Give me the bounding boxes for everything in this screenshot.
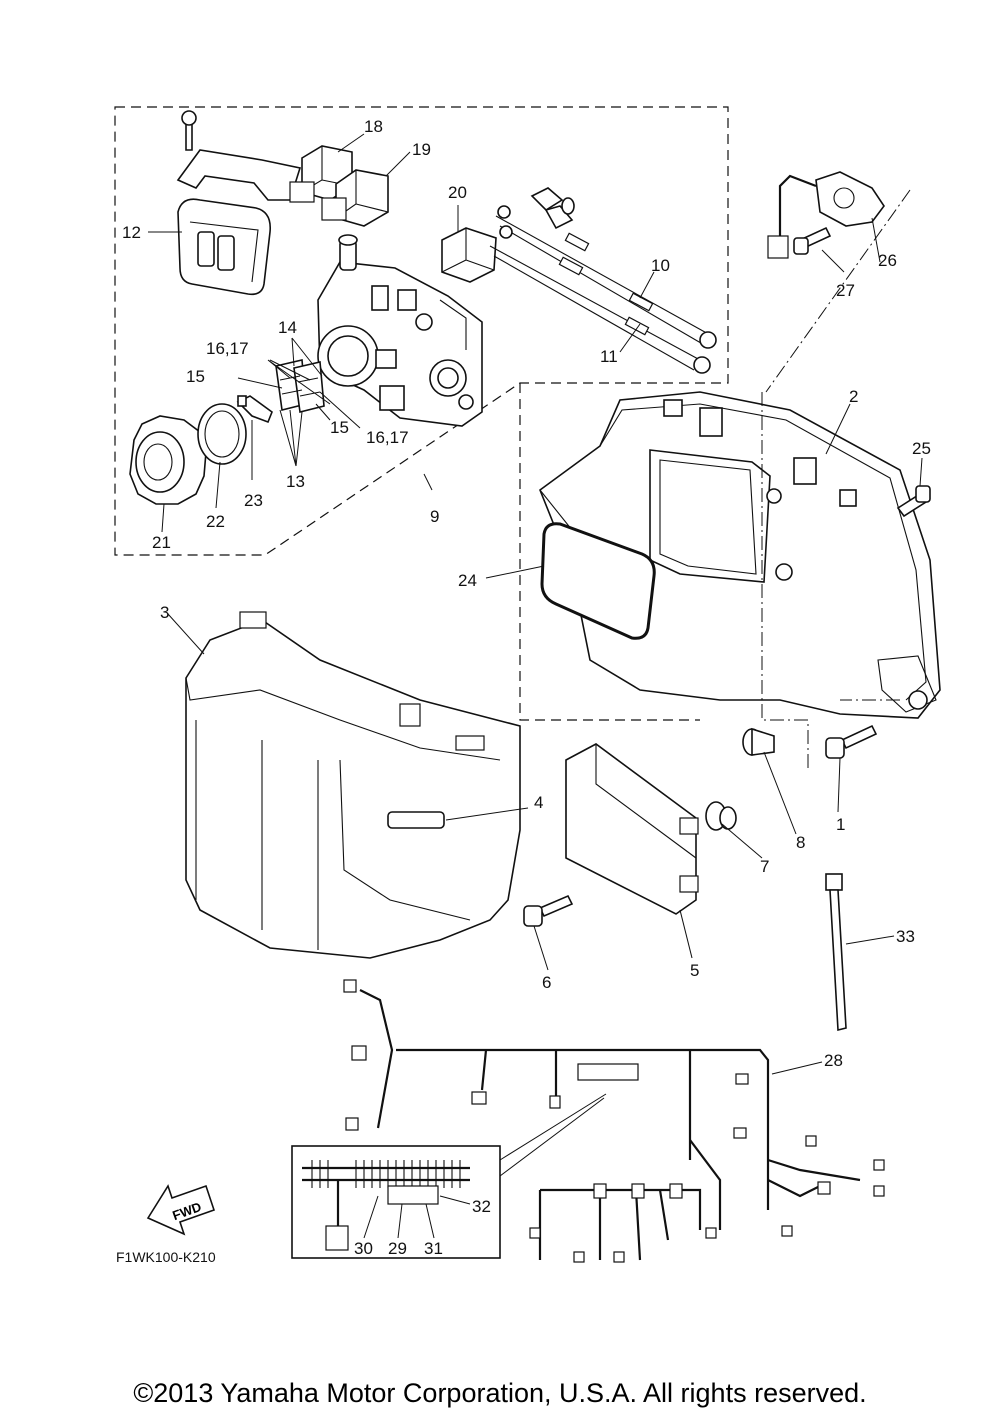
sensor-26[interactable] bbox=[767, 171, 885, 259]
electrical-box-housing[interactable] bbox=[317, 234, 483, 427]
callout-12: 12 bbox=[122, 223, 141, 242]
bolt-1[interactable] bbox=[825, 724, 878, 759]
seal-22[interactable] bbox=[197, 403, 247, 465]
inset-detail[interactable] bbox=[291, 1093, 607, 1259]
callout-26: 26 bbox=[878, 251, 897, 270]
wire-harness-28[interactable] bbox=[343, 979, 885, 1263]
callout-25: 25 bbox=[912, 439, 931, 458]
cover-3[interactable] bbox=[185, 611, 521, 959]
callout-16-17-a: 16,17 bbox=[206, 339, 249, 358]
callout-11: 11 bbox=[600, 347, 618, 366]
callout-33: 33 bbox=[896, 927, 915, 946]
drawing-code: F1WK100-K210 bbox=[116, 1249, 216, 1265]
callout-15-b: 15 bbox=[330, 418, 349, 437]
relay-19[interactable] bbox=[321, 169, 389, 227]
callout-22: 22 bbox=[206, 512, 225, 531]
callout-2: 2 bbox=[849, 387, 858, 406]
callout-labels: 18 19 12 20 10 11 14 16,17 15 16,17 15 1… bbox=[122, 117, 931, 1258]
callout-7: 7 bbox=[760, 857, 769, 876]
callout-4: 4 bbox=[534, 793, 543, 812]
callout-27: 27 bbox=[836, 281, 855, 300]
callout-29: 29 bbox=[388, 1239, 407, 1258]
leader-lines bbox=[148, 133, 923, 1239]
callout-31: 31 bbox=[424, 1239, 443, 1258]
ecu-5[interactable] bbox=[565, 743, 699, 915]
callout-21: 21 bbox=[152, 533, 171, 552]
callout-3: 3 bbox=[160, 603, 169, 622]
subassembly-link bbox=[519, 383, 700, 721]
callout-20: 20 bbox=[448, 183, 467, 202]
guide-line-2 bbox=[765, 189, 911, 393]
bolt-25[interactable] bbox=[896, 485, 931, 518]
callout-23: 23 bbox=[244, 491, 263, 510]
callout-9: 9 bbox=[430, 507, 439, 526]
sensor-20[interactable] bbox=[441, 227, 497, 283]
fuse-23[interactable] bbox=[236, 395, 273, 424]
cap-21[interactable] bbox=[129, 415, 207, 505]
callout-28: 28 bbox=[824, 1051, 843, 1070]
callout-18: 18 bbox=[364, 117, 383, 136]
callout-24: 24 bbox=[458, 571, 477, 590]
hose-10-11[interactable] bbox=[489, 187, 717, 374]
callout-16-17-b: 16,17 bbox=[366, 428, 409, 447]
bolt-6[interactable] bbox=[523, 894, 574, 927]
callout-8: 8 bbox=[796, 833, 805, 852]
callout-15-a: 15 bbox=[186, 367, 205, 386]
gasket-24[interactable] bbox=[540, 522, 656, 640]
callout-6: 6 bbox=[542, 973, 551, 992]
callout-30: 30 bbox=[354, 1239, 373, 1258]
guide-line-1 bbox=[761, 392, 809, 770]
callout-13: 13 bbox=[286, 472, 305, 491]
cable-tie-33[interactable] bbox=[825, 873, 847, 1032]
collar-8[interactable] bbox=[742, 727, 775, 756]
callout-5: 5 bbox=[690, 961, 699, 980]
callout-14: 14 bbox=[278, 318, 297, 337]
cover-12[interactable] bbox=[176, 110, 302, 296]
grommet-7[interactable] bbox=[705, 801, 737, 831]
copyright-notice: ©2013 Yamaha Motor Corporation, U.S.A. A… bbox=[133, 1378, 867, 1408]
callout-19: 19 bbox=[412, 140, 431, 159]
callout-10: 10 bbox=[651, 256, 670, 275]
callout-1: 1 bbox=[836, 815, 845, 834]
screw-27[interactable] bbox=[793, 226, 832, 255]
callout-32: 32 bbox=[472, 1197, 491, 1216]
fwd-arrow-icon: FWD bbox=[146, 1184, 216, 1236]
